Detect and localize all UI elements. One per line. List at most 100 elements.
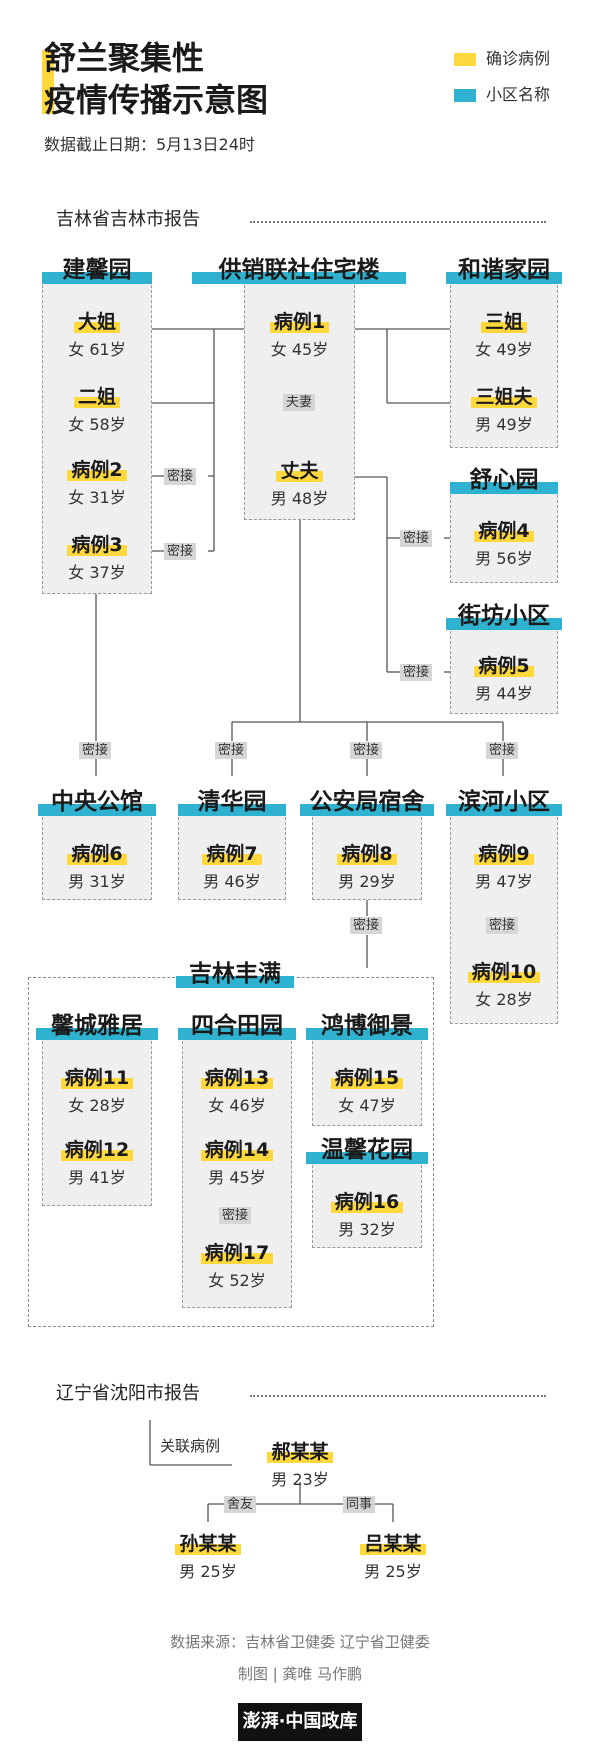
case-erjie: 二姐女 58岁 — [42, 385, 152, 435]
case-name: 病例4 — [474, 519, 534, 543]
tag-contact: 密接 — [219, 1207, 252, 1224]
community-fengman: 吉林丰满 — [176, 960, 294, 988]
case-name: 病例13 — [200, 1066, 274, 1090]
community-bar — [178, 1028, 296, 1040]
case-highlight — [60, 1150, 134, 1161]
case-name: 病例15 — [330, 1066, 404, 1090]
section-divider — [250, 1395, 546, 1397]
legend-label-case: 确诊病例 — [486, 49, 551, 68]
case-sanjie: 三姐女 49岁 — [450, 310, 558, 360]
case-highlight — [480, 322, 527, 333]
community-jiefang: 街坊小区 — [446, 602, 562, 630]
credits: 制图 | 龚唯 马作鹏 — [237, 1665, 363, 1683]
case-name-text: 孙某某 — [179, 1533, 237, 1555]
case-name-text: 病例3 — [71, 534, 123, 556]
case-info: 女 45岁 — [270, 340, 329, 359]
case-name: 孙某某 — [175, 1532, 241, 1556]
community-label: 吉林丰满 — [189, 961, 281, 987]
case-info: 女 28岁 — [475, 990, 533, 1009]
tag-contact: 密接 — [79, 742, 112, 759]
case-name: 大姐 — [73, 310, 120, 334]
case-info: 男 47岁 — [475, 872, 533, 891]
tag-couple: 夫妻 — [283, 394, 316, 411]
case-name-text: 病例7 — [206, 843, 258, 865]
tag-contact: 密接 — [215, 742, 248, 759]
case-9: 病例9 男 47岁 — [450, 842, 558, 892]
case-highlight — [73, 322, 120, 333]
community-label: 四合田园 — [191, 1013, 283, 1039]
case-sanjiefu: 三姐夫男 49岁 — [450, 385, 558, 435]
community-gongan: 公安局宿舍 — [300, 788, 434, 816]
case-info: 男 23岁 — [271, 1470, 329, 1489]
section-title-jilin: 吉林省吉林市报告 — [56, 209, 200, 230]
case-highlight — [67, 545, 127, 556]
case-name-text: 三姐夫 — [475, 386, 533, 408]
case-info: 男 25岁 — [364, 1562, 422, 1581]
community-label: 街坊小区 — [458, 603, 550, 629]
case-highlight — [330, 1078, 404, 1089]
case-name-text: 郝某某 — [271, 1441, 329, 1463]
community-bar — [306, 1152, 428, 1164]
case-info: 女 37岁 — [68, 563, 126, 582]
case-lv: 吕某某男 25岁 — [343, 1532, 443, 1582]
community-bar — [176, 976, 294, 988]
tag-contact: 密接 — [400, 664, 433, 681]
case-highlight — [267, 1452, 333, 1463]
case-name: 丈夫 — [276, 459, 323, 483]
case-name-text: 病例5 — [478, 655, 530, 677]
community-qinghua: 清华园 — [178, 788, 286, 816]
case-highlight — [200, 1253, 274, 1264]
case-name: 病例6 — [67, 842, 127, 866]
tag-colleague: 同事 — [343, 1496, 376, 1513]
community-bar — [178, 804, 286, 816]
legend-label-community: 小区名称 — [486, 85, 551, 104]
community-bar — [36, 1028, 158, 1040]
case-info: 男 56岁 — [475, 549, 533, 568]
case-info: 男 49岁 — [475, 415, 533, 434]
tag-contact: 密接 — [164, 468, 197, 485]
case-info: 男 48岁 — [270, 489, 329, 508]
community-siheyuan: 四合田园 — [178, 1012, 296, 1040]
tag-contact: 密接 — [164, 543, 197, 560]
case-info: 男 29岁 — [338, 872, 396, 891]
tag-contact: 密接 — [350, 917, 383, 934]
community-zhongyang: 中央公馆 — [38, 788, 156, 816]
case-dajie: 大姐女 61岁 — [42, 310, 152, 360]
case-name-text: 丈夫 — [280, 460, 319, 482]
case-name-text: 病例4 — [478, 520, 530, 542]
case-name: 三姐夫 — [471, 385, 537, 409]
case-1: 病例1 女 45岁 — [244, 310, 355, 360]
case-info: 男 31岁 — [68, 872, 126, 891]
case-highlight — [67, 854, 127, 865]
case-info: 女 52岁 — [208, 1271, 266, 1290]
community-gongxiao: 供销联社住宅楼 — [192, 256, 406, 284]
case-info: 男 32岁 — [338, 1220, 396, 1239]
legend-swatch-community — [454, 89, 476, 102]
case-name-text: 三姐 — [484, 311, 523, 333]
case-name: 病例1 — [269, 310, 330, 334]
community-hexie: 和谐家园 — [446, 256, 562, 284]
case-info: 男 41岁 — [68, 1168, 126, 1187]
community-label: 建馨园 — [62, 257, 132, 283]
case-name: 病例10 — [467, 960, 541, 984]
case-name: 三姐 — [480, 310, 527, 334]
case-info: 女 49岁 — [475, 340, 533, 359]
case-highlight — [73, 397, 120, 408]
case-sun: 孙某某男 25岁 — [158, 1532, 258, 1582]
case-highlight — [474, 854, 534, 865]
community-label: 供销联社住宅楼 — [218, 257, 380, 283]
case-name: 二姐 — [73, 385, 120, 409]
community-label: 馨城雅居 — [51, 1013, 143, 1039]
community-binhe: 滨河小区 — [446, 788, 562, 816]
community-bar — [42, 272, 152, 284]
community-label: 温馨花园 — [321, 1137, 413, 1163]
case-info: 女 61岁 — [68, 340, 126, 359]
case-name: 病例9 — [474, 842, 534, 866]
case-highlight — [67, 470, 127, 481]
community-bar — [192, 272, 406, 284]
community-label: 中央公馆 — [51, 789, 143, 815]
case-highlight — [474, 531, 534, 542]
case-info: 女 31岁 — [68, 488, 126, 507]
